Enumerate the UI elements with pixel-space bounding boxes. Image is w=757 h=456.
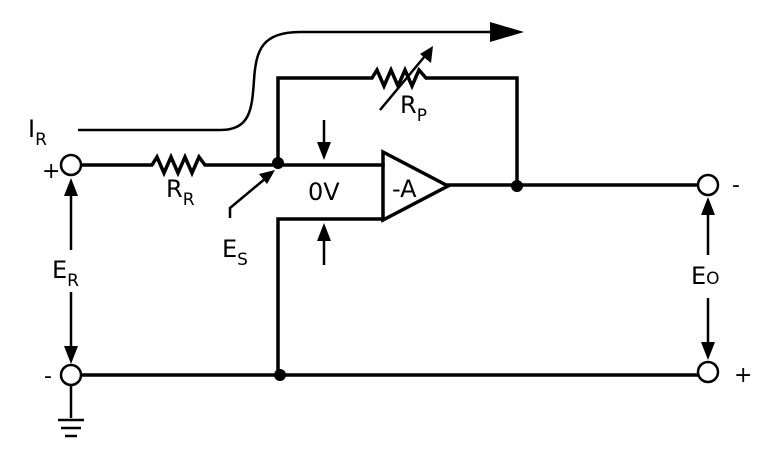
- input-bottom-sign: -: [44, 364, 52, 389]
- zero-volt-arrowhead-top: [317, 142, 331, 160]
- output-terminal-bottom: [696, 360, 720, 384]
- input-voltage-label: ER: [52, 256, 79, 291]
- variable-resistor-arrow: [379, 49, 431, 111]
- resistor-rr-label: RR: [166, 175, 195, 210]
- junction-node-summing: [272, 157, 284, 169]
- output-bottom-sign: +: [734, 363, 752, 388]
- summing-point-pointer: [228, 177, 267, 218]
- zero-volt-label: 0V: [308, 178, 340, 206]
- summing-voltage-label: ES: [222, 235, 248, 270]
- current-arrowhead: [490, 22, 524, 42]
- junction-node-ground: [274, 369, 286, 381]
- input-wire: [78, 152, 385, 178]
- op-amp-triangle: [381, 149, 452, 223]
- input-terminal-bottom: [59, 363, 83, 387]
- resistor-rp-label: RP: [400, 91, 427, 126]
- summing-point-pointer-arrowhead: [259, 170, 275, 184]
- output-terminal-top: [696, 173, 720, 197]
- junction-node-output: [511, 180, 523, 192]
- amplifier-gain-label: -A: [392, 175, 417, 203]
- ground-symbol: [58, 385, 84, 438]
- input-top-sign: +: [42, 159, 60, 184]
- output-voltage-label: EO: [691, 262, 720, 290]
- input-terminal-top: [59, 153, 83, 177]
- feedback-wire: [276, 65, 519, 187]
- er-arrowhead-down: [64, 346, 78, 364]
- reference-input-wire: [276, 217, 385, 377]
- eo-arrowhead-down: [701, 342, 715, 360]
- zero-volt-arrowhead-bottom: [317, 223, 331, 241]
- variable-resistor-arrowhead: [420, 46, 433, 63]
- eo-arrowhead-up: [701, 197, 715, 215]
- er-arrowhead-up: [64, 178, 78, 196]
- current-label: IR: [28, 115, 47, 150]
- current-flow-arrow: [78, 30, 495, 132]
- output-top-sign: -: [732, 173, 740, 198]
